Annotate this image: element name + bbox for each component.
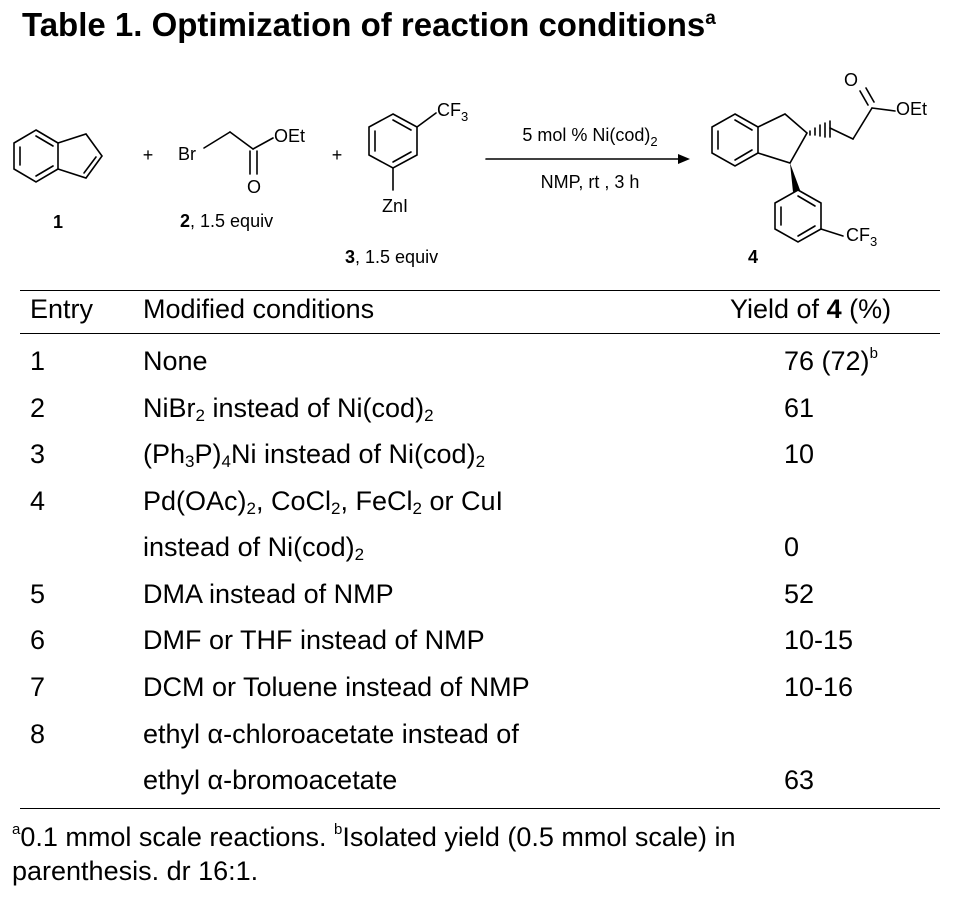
table-top-rule xyxy=(20,290,940,291)
yield-value: 61 xyxy=(784,393,815,423)
yield-value: 0 xyxy=(784,532,800,562)
title-footnote-mark: a xyxy=(705,8,716,29)
solvent-condition: NMP, rt , 3 h xyxy=(541,172,640,192)
entry-number: 2 xyxy=(30,393,46,423)
carbonyl-oxygen-label: O xyxy=(247,177,261,197)
table-row: 6 DMF or THF instead of NMP 10-15 xyxy=(0,625,953,665)
entry-number: 1 xyxy=(30,346,46,376)
zinc-iodide-label: ZnI xyxy=(382,196,408,216)
reaction-scheme: 1 + Br OEt O 2, 1.5 equiv + CF3 ZnI 3, 1… xyxy=(13,70,927,267)
condition-text: (Ph3P)4Ni instead of Ni(cod)2 xyxy=(143,439,486,471)
condition-text: ethyl α-bromoacetate xyxy=(143,765,398,795)
entry-number: 5 xyxy=(30,579,46,609)
ethoxy-label: OEt xyxy=(274,126,305,146)
product-ethoxy-label: OEt xyxy=(896,99,927,119)
table-row: 4 Pd(OAc)2, CoCl2, FeCl2 or CuI xyxy=(0,486,953,526)
plus-sign: + xyxy=(332,145,343,165)
table-row: 1 None 76 (72)b xyxy=(0,346,953,386)
entry-number: 7 xyxy=(30,672,46,702)
ethyl-bromoacetate-structure xyxy=(203,131,274,175)
table-row: 5 DMA instead of NMP 52 xyxy=(0,579,953,619)
table-row: 2 NiBr2 instead of Ni(cod)2 61 xyxy=(0,393,953,433)
header-entry: Entry xyxy=(30,294,94,324)
arylzinc-structure xyxy=(368,112,437,191)
table-row: 8 ethyl α-chloroacetate instead of xyxy=(0,719,953,759)
compound-1-label: 1 xyxy=(53,212,63,232)
yield-value: 63 xyxy=(784,765,815,795)
product-structure xyxy=(711,87,896,243)
entry-number: 8 xyxy=(30,719,46,749)
yield-value: 52 xyxy=(784,579,815,609)
header-conditions: Modified conditions xyxy=(143,294,375,324)
table-bottom-rule xyxy=(20,808,940,809)
table-row: 3 (Ph3P)4Ni instead of Ni(cod)2 10 xyxy=(0,439,953,479)
condition-text: DMA instead of NMP xyxy=(143,579,394,609)
table-row: 7 DCM or Toluene instead of NMP 10-16 xyxy=(0,672,953,712)
table-title: Table 1. Optimization of reaction condit… xyxy=(22,6,716,43)
condition-text: instead of Ni(cod)2 xyxy=(143,532,365,564)
bromo-label: Br xyxy=(178,144,196,164)
compound-4-label: 4 xyxy=(748,247,758,267)
reaction-arrow xyxy=(485,154,690,164)
catalyst-condition: 5 mol % Ni(cod)2 xyxy=(522,125,657,149)
table-header-rule xyxy=(20,333,940,334)
condition-text: DCM or Toluene instead of NMP xyxy=(143,672,530,702)
condition-text: NiBr2 instead of Ni(cod)2 xyxy=(143,393,434,425)
header-yield: Yield of 4 (%) xyxy=(730,294,892,324)
table-row: instead of Ni(cod)2 0 xyxy=(0,532,953,572)
plus-sign: + xyxy=(143,145,154,165)
table-header-row: Entry Modified conditions Yield of 4 (%) xyxy=(0,294,953,334)
product-trifluoromethyl-label: CF3 xyxy=(846,225,877,249)
condition-text: ethyl α-chloroacetate instead of xyxy=(143,719,519,749)
table-footnotes: a0.1 mmol scale reactions. bIsolated yie… xyxy=(12,821,736,886)
product-carbonyl-oxygen-label: O xyxy=(844,70,858,90)
entry-number: 4 xyxy=(30,486,46,516)
trifluoromethyl-label: CF3 xyxy=(437,100,468,124)
yield-value: 76 (72)b xyxy=(784,345,878,376)
condition-text: DMF or THF instead of NMP xyxy=(143,625,485,655)
yield-value: 10 xyxy=(784,439,815,469)
compound-2-label: 2, 1.5 equiv xyxy=(180,211,273,231)
compound-3-label: 3, 1.5 equiv xyxy=(345,247,438,267)
table-row: ethyl α-bromoacetate 63 xyxy=(0,765,953,805)
indene-structure xyxy=(13,129,103,183)
entry-number: 6 xyxy=(30,625,46,655)
entry-number: 3 xyxy=(30,439,46,469)
condition-text: None xyxy=(143,346,208,376)
yield-value: 10-16 xyxy=(784,672,854,702)
condition-text: Pd(OAc)2, CoCl2, FeCl2 or CuI xyxy=(143,486,503,518)
yield-value: 10-15 xyxy=(784,625,854,655)
